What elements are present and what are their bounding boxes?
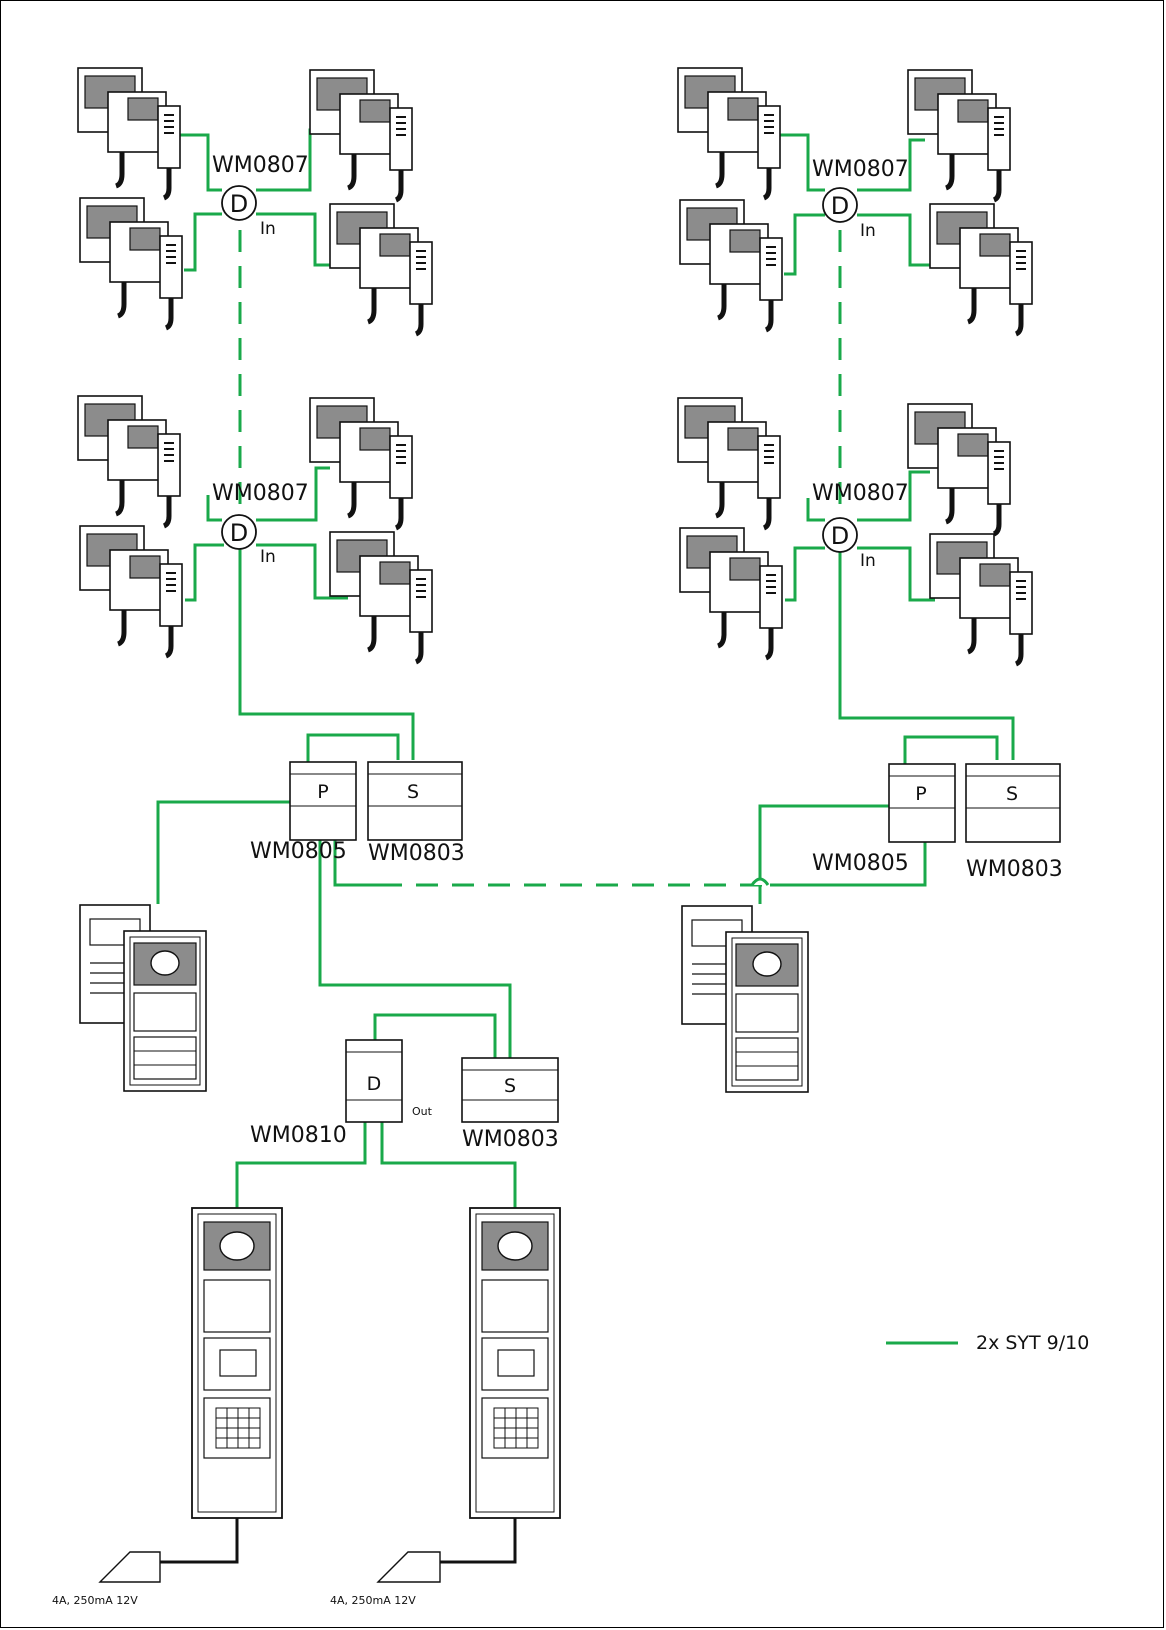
power-cable	[160, 1518, 517, 1564]
video-monitor	[680, 528, 782, 658]
svg-text:WM0803: WM0803	[368, 841, 465, 866]
svg-text:P: P	[915, 783, 926, 805]
svg-text:S: S	[1006, 783, 1018, 805]
svg-text:S: S	[504, 1075, 516, 1097]
svg-text:Out: Out	[412, 1105, 433, 1118]
video-monitor	[908, 404, 1010, 534]
video-monitor	[330, 204, 432, 334]
door-entry-panel	[191, 1207, 283, 1519]
svg-text:WM0807: WM0807	[212, 153, 309, 178]
svg-text:In: In	[860, 551, 876, 571]
door-entry-panel	[469, 1207, 561, 1519]
outdoor-panel	[79, 904, 207, 1092]
svg-text:WM0803: WM0803	[462, 1127, 559, 1152]
legend: 2x SYT 9/10	[886, 1332, 1089, 1354]
svg-text:In: In	[260, 547, 276, 567]
outdoor-panel	[681, 905, 809, 1093]
video-switch-module: S WM0803	[461, 1057, 559, 1152]
power-label: 4A, 250mA 12V	[330, 1594, 416, 1607]
svg-text:WM0807: WM0807	[812, 481, 909, 506]
power-supply-module: P WM0805	[812, 763, 956, 876]
power-adapter-icon	[98, 1551, 161, 1583]
svg-text:D: D	[230, 190, 248, 218]
legend-label: 2x SYT 9/10	[976, 1332, 1089, 1354]
svg-text:In: In	[860, 221, 876, 241]
optional-links	[238, 230, 842, 887]
cable-crossing	[750, 877, 770, 886]
video-monitor	[678, 398, 780, 528]
svg-text:P: P	[317, 781, 328, 803]
video-monitor	[930, 534, 1032, 664]
distributor-node: D WM0807 In	[812, 481, 909, 571]
video-monitor	[78, 68, 180, 198]
svg-text:WM0805: WM0805	[250, 839, 347, 864]
svg-text:WM0807: WM0807	[812, 157, 909, 182]
video-monitor	[680, 200, 782, 330]
video-monitor	[310, 398, 412, 528]
power-supply-module: P WM0805	[250, 761, 357, 864]
video-monitor	[78, 396, 180, 526]
distributor-node: D WM0807 In	[212, 153, 309, 239]
svg-text:WM0810: WM0810	[250, 1123, 347, 1148]
video-monitor	[930, 204, 1032, 334]
power-adapter-icon	[376, 1551, 441, 1583]
svg-text:D: D	[831, 192, 849, 220]
svg-text:WM0803: WM0803	[966, 857, 1063, 882]
power-label: 4A, 250mA 12V	[52, 1594, 138, 1607]
cable-runs	[156, 128, 1015, 1210]
distributor-node: D WM0807 In	[212, 481, 309, 567]
video-switch-module: S WM0803	[367, 761, 465, 866]
svg-text:In: In	[260, 219, 276, 239]
svg-text:WM0807: WM0807	[212, 481, 309, 506]
video-monitor	[80, 198, 182, 328]
distributor-node: D WM0807 In	[812, 157, 909, 241]
video-switch-module: S WM0803	[965, 763, 1063, 882]
video-monitor	[908, 70, 1010, 200]
svg-text:D: D	[367, 1073, 382, 1095]
door-distributor-module: D WM0810 Out	[250, 1039, 433, 1148]
svg-text:D: D	[230, 519, 248, 547]
video-monitor	[310, 70, 412, 200]
svg-text:S: S	[407, 781, 419, 803]
svg-text:WM0805: WM0805	[812, 851, 909, 876]
video-monitor	[678, 68, 780, 198]
svg-text:D: D	[831, 522, 849, 550]
video-monitor	[80, 526, 182, 656]
